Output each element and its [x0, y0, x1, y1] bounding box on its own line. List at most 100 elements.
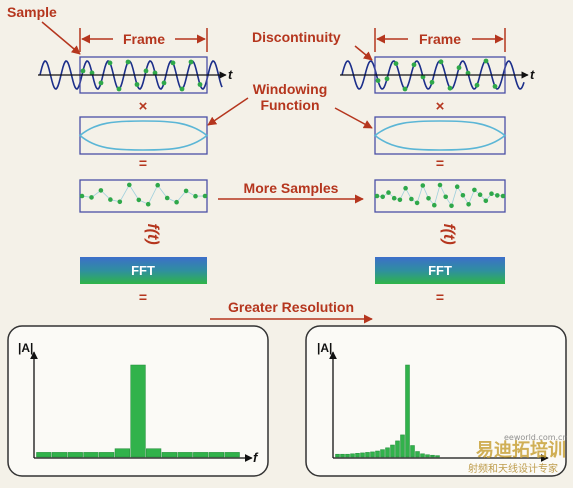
fft-label-right: FFT — [428, 263, 452, 278]
sample-point — [393, 61, 399, 66]
spectrum-bar — [208, 452, 225, 458]
equals-symbol-right-2: = — [436, 289, 444, 305]
windowed-sample-point — [483, 198, 489, 204]
sample-point — [143, 68, 149, 74]
spectrum-bar — [130, 364, 146, 458]
sample-point — [429, 79, 435, 85]
fft-block-left — [80, 257, 207, 284]
spectrum-bar — [380, 449, 385, 458]
discontinuity-pointer-arrow — [354, 45, 373, 61]
windowed-sample-point — [466, 202, 471, 207]
fourier-symbol-left: f(t) — [144, 223, 161, 244]
windowed-sample-point — [108, 197, 113, 202]
sine-curve — [341, 60, 525, 90]
windowed-sample-point — [449, 203, 454, 209]
watermark: eeworld.com.cn 易迪拓培训 射频和天线设计专家 — [468, 433, 568, 475]
sample-point — [188, 59, 194, 65]
spectrum-bar — [67, 452, 83, 458]
windowed-sample-point — [403, 185, 408, 191]
sample-point — [134, 82, 140, 87]
more-samples-label: More Samples — [244, 180, 339, 196]
windowed-sample-point — [397, 197, 403, 203]
spectrum-bar — [83, 452, 99, 458]
spectrum-bar — [350, 453, 355, 458]
sample-point — [89, 70, 95, 76]
fourier-symbol-right: f(t) — [440, 223, 457, 244]
spectrum-bar — [410, 445, 415, 458]
spectrum-bar — [355, 453, 360, 458]
windowed-sample-point — [117, 199, 123, 205]
sample-pointer-arrow — [41, 21, 81, 55]
windowed-sample-point — [420, 183, 426, 188]
window-box-left — [79, 116, 208, 155]
windowed-sample-point — [426, 196, 431, 201]
sample-point — [402, 86, 408, 92]
frequency-axis-label-left: f — [253, 450, 259, 465]
spectrum-bar — [425, 454, 430, 458]
windowed-sample-point — [127, 182, 132, 188]
equals-symbol-right-1: = — [436, 155, 444, 171]
sample-point — [152, 70, 158, 76]
sample-point — [456, 65, 462, 71]
windowed-sample-point — [380, 194, 386, 200]
sample-point — [447, 85, 453, 91]
windowed-sample-point — [500, 193, 506, 199]
spectrum-bar — [415, 451, 420, 458]
fft-label-left: FFT — [131, 263, 155, 278]
signal-wave-right — [341, 58, 525, 92]
spectrum-bar — [99, 452, 115, 458]
windowed-sample-point — [145, 201, 151, 207]
spectrum-bar — [430, 454, 435, 458]
spectrum-bar — [146, 448, 162, 458]
spectrum-bar — [177, 452, 193, 458]
spectrum-bar — [335, 453, 340, 458]
windowed-sample-point — [460, 193, 466, 198]
windowed-sample-point — [489, 191, 494, 196]
sample-envelope-line — [81, 184, 206, 205]
sample-point — [375, 78, 381, 83]
windowed-sample-point — [79, 193, 85, 199]
frame-label-left: Frame — [123, 31, 165, 47]
sample-point — [384, 76, 390, 82]
windowed-samples-box-left — [79, 179, 208, 213]
spectrum-bar — [400, 434, 405, 458]
windowed-samples-left — [79, 182, 208, 207]
window-curve-right — [373, 120, 507, 151]
sample-envelope-line — [376, 183, 504, 207]
spectrum-bar — [161, 452, 177, 458]
windowed-sample-point — [193, 193, 198, 199]
windowed-sample-point — [477, 192, 483, 197]
amplitude-axis-label-left: |A| — [18, 341, 33, 355]
spectrum-bar — [345, 453, 350, 458]
frame-label-right: Frame — [419, 31, 461, 47]
spectrum-bar — [193, 452, 209, 458]
spectrum-bar — [420, 453, 425, 458]
window-box-right — [374, 116, 506, 155]
amplitude-axis-label-right: |A| — [317, 341, 332, 355]
sample-point — [465, 70, 471, 76]
windowing-arrow-left — [207, 97, 249, 126]
windowed-samples-right — [374, 182, 506, 209]
fft-block-right — [375, 257, 505, 284]
time-axis-label-left: t — [228, 67, 233, 82]
windowing-arrow-right — [334, 107, 373, 129]
watermark-tagline: 射频和天线设计专家 — [468, 462, 558, 475]
windowing-function-label-line2: Function — [260, 97, 319, 113]
sample-point — [411, 62, 417, 68]
windowed-sample-point — [414, 200, 420, 206]
sample-point — [420, 74, 426, 80]
equals-symbol-left-1: = — [139, 155, 147, 171]
windowed-sample-point — [98, 188, 104, 193]
sample-point — [116, 86, 122, 92]
multiply-symbol-left: × — [139, 98, 148, 115]
windowed-sample-point — [136, 197, 142, 203]
spectrum-bar — [365, 452, 370, 458]
windowed-sample-point — [391, 195, 397, 201]
spectrum-bar — [435, 455, 440, 458]
sample-point — [492, 84, 498, 89]
sample-point — [179, 86, 185, 92]
equals-symbol-left-2: = — [139, 289, 147, 305]
windowing-function-label-line1: Windowing — [253, 81, 328, 97]
